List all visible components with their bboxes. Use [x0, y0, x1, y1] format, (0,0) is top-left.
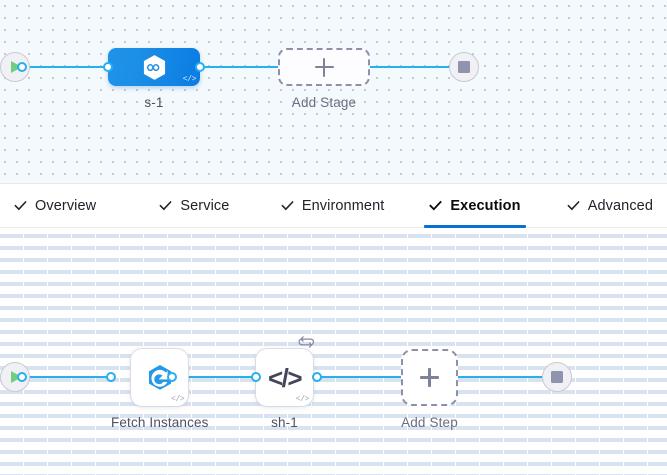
pipeline-stages-canvas[interactable]: </> s-1 Add Stage	[0, 0, 667, 183]
plus-icon	[314, 57, 334, 77]
step-output-dot[interactable]	[312, 372, 322, 382]
loop-retry-icon	[298, 336, 314, 348]
step-node-body[interactable]: </>	[131, 349, 189, 406]
step-node-fetch-instances[interactable]: </> Fetch Instances	[111, 349, 209, 430]
add-step-node[interactable]: Add Step	[401, 349, 458, 430]
plus-icon	[420, 368, 439, 387]
step-input-dot[interactable]	[251, 372, 261, 382]
add-stage-button[interactable]	[278, 48, 370, 86]
tab-label: Environment	[301, 197, 385, 214]
code-brackets-icon: </>	[267, 362, 303, 393]
stage-connector-line	[200, 66, 286, 68]
tab-label: Advanced	[587, 197, 653, 214]
step-output-dot[interactable]	[167, 372, 177, 382]
code-icon: </>	[295, 395, 310, 404]
stage-node-s-1[interactable]: </> s-1	[108, 48, 200, 110]
tab-spacer	[110, 184, 145, 227]
tab-advanced[interactable]: Advanced	[553, 184, 667, 227]
tab-spacer	[535, 184, 553, 227]
tab-spacer	[243, 184, 266, 227]
step-connector-line	[22, 376, 114, 378]
step-node-label: sh-1	[271, 415, 298, 430]
play-icon	[11, 371, 22, 383]
step-connector-line	[172, 376, 258, 378]
execution-steps-canvas[interactable]: </> Fetch Instances </> </> sh-1	[0, 228, 667, 475]
stage-node-label: s-1	[144, 95, 164, 110]
check-icon	[429, 200, 443, 211]
stop-icon	[551, 371, 563, 383]
stage-connector-dot[interactable]	[17, 62, 27, 72]
tab-label: Service	[180, 197, 230, 214]
stage-node-body[interactable]: </>	[108, 48, 200, 86]
tab-service[interactable]: Service	[145, 184, 243, 227]
play-icon	[11, 61, 22, 73]
check-icon	[159, 200, 173, 211]
hexagon-swirl-icon	[148, 364, 171, 390]
step-node-body[interactable]: </> </>	[256, 336, 314, 406]
execution-end-node[interactable]	[542, 362, 572, 392]
code-icon: </>	[182, 75, 197, 84]
add-stage-label: Add Stage	[291, 95, 357, 110]
step-node-sh-1[interactable]: </> </> sh-1	[256, 336, 314, 430]
tab-environment[interactable]: Environment	[267, 184, 399, 227]
check-icon	[281, 200, 294, 211]
step-node-label: Fetch Instances	[111, 415, 209, 430]
tab-execution[interactable]: Execution	[415, 184, 534, 228]
hexagon-infinity-icon	[143, 54, 165, 80]
stage-output-dot[interactable]	[195, 62, 205, 72]
code-icon: </>	[171, 395, 185, 404]
step-connector-dot[interactable]	[17, 372, 27, 382]
stage-connector-line	[22, 66, 116, 68]
tab-label: Execution	[450, 197, 521, 214]
tab-spacer	[398, 184, 415, 227]
pipeline-end-node[interactable]	[449, 52, 479, 82]
stop-icon	[458, 61, 470, 73]
add-step-button[interactable]	[401, 349, 458, 406]
check-icon	[14, 200, 27, 211]
stage-config-tabs[interactable]: Overview Service Environment Execution	[0, 183, 667, 228]
tab-label: Overview	[35, 197, 97, 214]
stage-connector-line	[360, 66, 458, 68]
step-input-dot[interactable]	[106, 372, 116, 382]
step-connector-line	[317, 376, 401, 378]
step-connector-line	[458, 376, 548, 378]
stage-input-dot[interactable]	[103, 62, 113, 72]
check-icon	[567, 200, 580, 211]
add-stage-node[interactable]: Add Stage	[278, 48, 370, 110]
add-step-label: Add Step	[401, 415, 458, 430]
tab-overview[interactable]: Overview	[0, 184, 110, 227]
